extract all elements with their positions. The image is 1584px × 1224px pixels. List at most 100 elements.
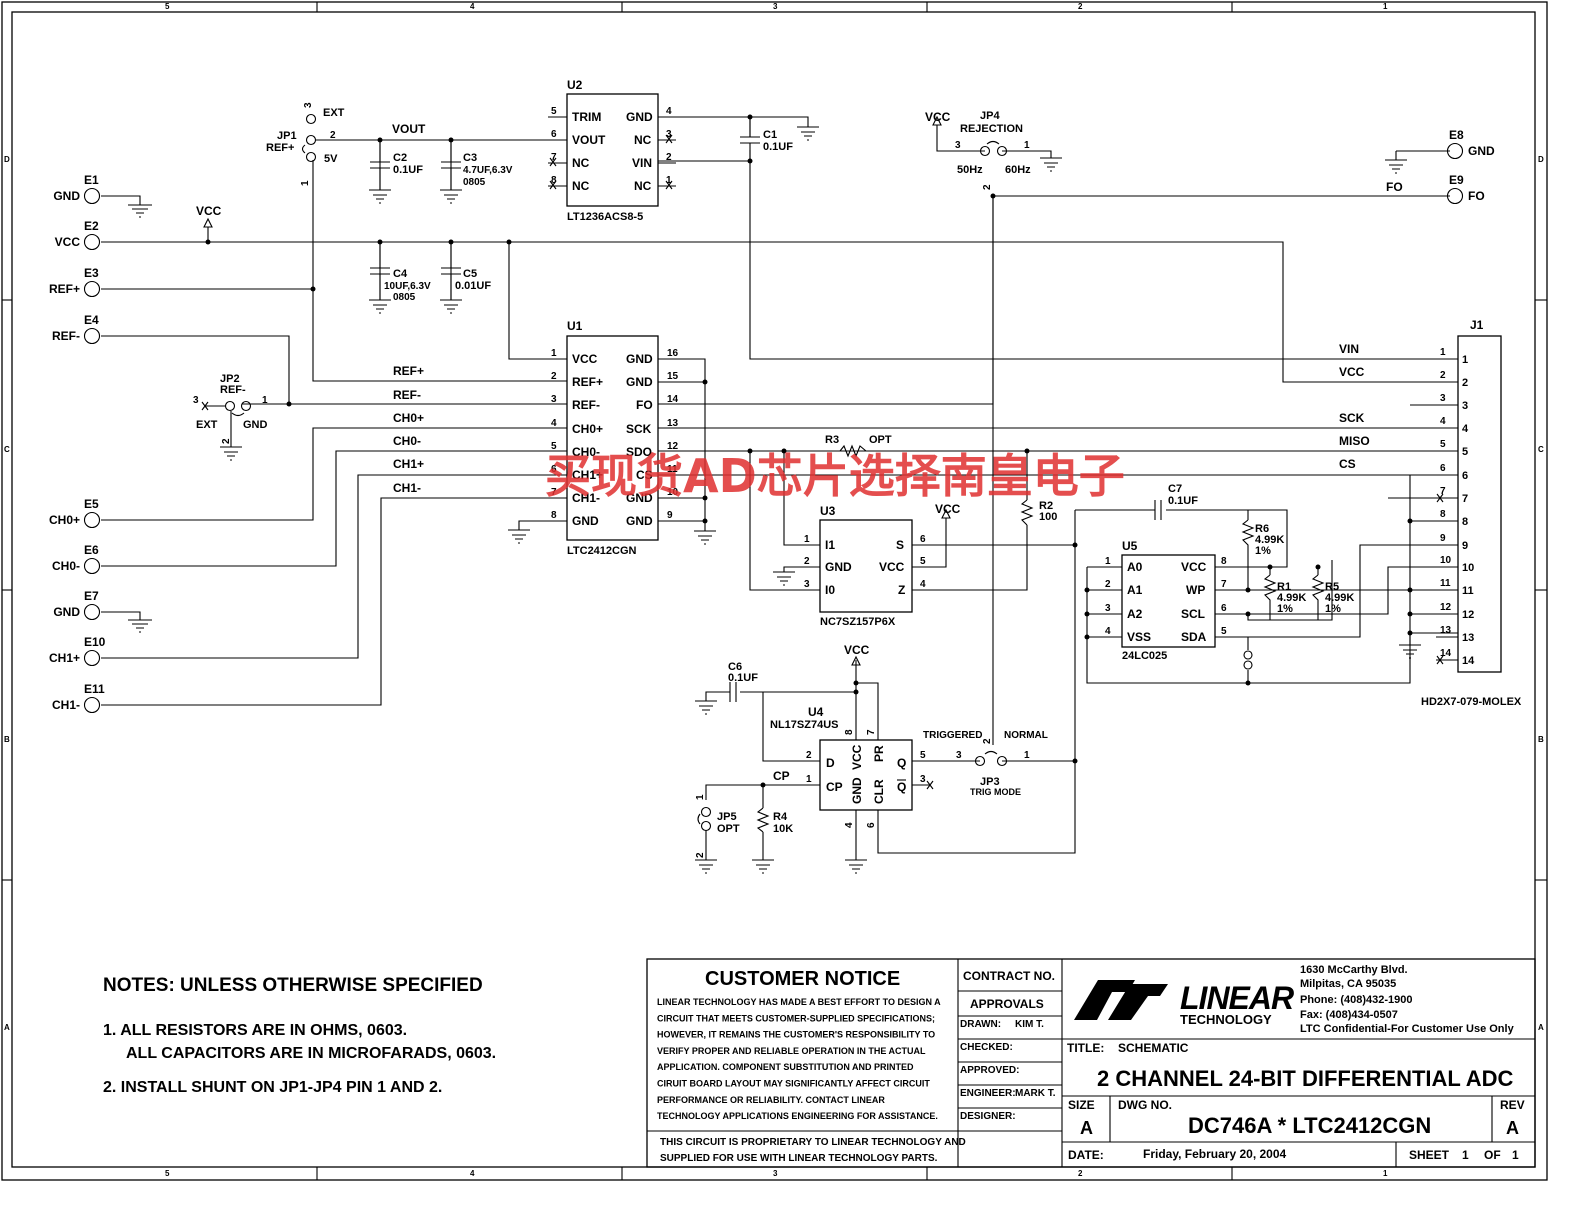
cap-package: 0805: [393, 292, 416, 303]
res-ref: R5: [1325, 581, 1339, 593]
pin-label: VCC: [850, 744, 864, 770]
res-value: 4.99K: [1325, 592, 1354, 604]
pin-label: SCL: [1181, 607, 1205, 621]
net-label: CH1+: [393, 457, 424, 471]
terminal-ref: E9: [1449, 173, 1464, 187]
connector-pin-number: 11: [1440, 578, 1451, 589]
chip-part: NL17SZ74US: [770, 719, 838, 731]
jp1-5v-label: 5V: [324, 153, 338, 165]
pin-label: FO: [636, 398, 653, 412]
pin-label: WP: [1186, 583, 1205, 597]
connector-pin-number: 7: [1440, 486, 1446, 497]
svg-text:3: 3: [303, 102, 314, 108]
svg-text:2: 2: [221, 438, 232, 444]
terminal-e1: [83, 187, 101, 205]
notice-line: APPLICATION. COMPONENT SUBSTITUTION AND …: [657, 1062, 914, 1072]
pin-number: 1: [1105, 556, 1111, 567]
address-line: Phone: (408)432-1900: [1300, 994, 1413, 1006]
border-row-label: D: [4, 155, 10, 164]
title-block: CUSTOMER NOTICE LINEAR TECHNOLOGY HAS MA…: [646, 958, 1536, 1168]
connector-pin-label: 7: [1462, 493, 1468, 505]
border-row-label: C: [1538, 445, 1544, 454]
jp2-ref: JP2: [220, 373, 240, 385]
pin-number: 7: [1221, 579, 1227, 590]
notice-line: TECHNOLOGY APPLICATIONS ENGINEERING FOR …: [657, 1111, 938, 1121]
pin-label: CLR: [872, 779, 886, 804]
pin-number: 1: [666, 175, 672, 186]
net-label-vcc: VCC: [844, 643, 870, 657]
jp3-desc: TRIG MODE: [970, 787, 1021, 797]
date-label: DATE:: [1068, 1148, 1104, 1162]
sheet-value: 1: [1462, 1148, 1469, 1162]
border-row-label: B: [4, 735, 10, 744]
svg-text:8: 8: [844, 729, 855, 735]
terminal-ref: E1: [84, 173, 99, 187]
svg-text:4: 4: [844, 822, 855, 828]
notes-title: NOTES: UNLESS OTHERWISE SPECIFIED: [103, 975, 483, 996]
pin-label: PR: [872, 745, 886, 762]
terminal-net: GND: [1468, 144, 1495, 158]
logo-main: LINEAR: [1180, 980, 1294, 1016]
connector-pin-number: 6: [1440, 463, 1446, 474]
svg-text:3: 3: [956, 750, 962, 761]
connector-pin-label: 3: [1462, 400, 1468, 412]
pin-number: 2: [804, 556, 810, 567]
chip-ref: U2: [567, 78, 583, 92]
terminal-e3: [83, 280, 101, 298]
pin-label: SDO: [626, 445, 652, 459]
pin-label: GND: [626, 491, 653, 505]
terminal-net: CH0+: [49, 513, 80, 527]
approvals-label: APPROVALS: [970, 997, 1044, 1011]
pin-number: 9: [667, 510, 673, 521]
of-label: OF: [1484, 1148, 1501, 1162]
pin-label: GND: [626, 514, 653, 528]
cap-ref: C6: [728, 661, 742, 673]
pin-number: 13: [667, 418, 679, 429]
vcc-symbols: VCC VCC VCC VCC: [196, 110, 961, 666]
pin-number: 8: [551, 510, 557, 521]
capacitors: C2 0.1UF C3 4.7UF,6.3V 0805 C1 0.1UF C4 …: [370, 117, 1198, 702]
pin-number: 6: [920, 534, 926, 545]
res-ref: R1: [1277, 581, 1291, 593]
cap-value: 4.7UF,6.3V: [463, 165, 513, 176]
connector-pin-label: 4: [1462, 423, 1469, 435]
pin-number: 14: [667, 394, 679, 405]
cap-value: 10UF,6.3V: [384, 281, 431, 292]
pin-number: 8: [1221, 556, 1227, 567]
chip-ref: U4: [808, 705, 824, 719]
of-value: 1: [1512, 1148, 1519, 1162]
connector-part: HD2X7-079-MOLEX: [1421, 696, 1522, 708]
pin-number: 3: [804, 579, 810, 590]
net-label: VOUT: [392, 122, 426, 136]
pin-number: 2: [666, 152, 672, 163]
size-label: SIZE: [1068, 1098, 1095, 1112]
terminals: E1GNDE2VCCE3REF+E4REF-E5CH0+E6CH0-E7GNDE…: [49, 128, 1495, 714]
pin-label: REF+: [572, 375, 603, 389]
terminal-net: REF-: [52, 329, 80, 343]
border-col-label: 5: [165, 1169, 170, 1178]
border-col-label: 1: [1383, 2, 1388, 11]
svg-text:2: 2: [806, 750, 812, 761]
pin-number: 7: [551, 152, 557, 163]
chip-u1: U1 LTC2412CGN VCC REF+ REF- CH0+ CH0- CH…: [551, 319, 679, 557]
cap-value: 0.01UF: [455, 280, 491, 292]
connector-pin-label: 14: [1462, 655, 1475, 667]
pin-label: I1: [825, 538, 835, 552]
pin-number: 12: [667, 441, 679, 452]
res-ref: R2: [1039, 500, 1053, 512]
net-label-vcc: VCC: [935, 502, 961, 516]
jp1-ext-label: EXT: [323, 107, 345, 119]
pin-label: CH1+: [572, 468, 603, 482]
connector-pin-label: 10: [1462, 562, 1474, 574]
svg-text:7: 7: [866, 729, 877, 735]
approved-label: APPROVED:: [960, 1065, 1019, 1076]
connector-pin-number: 3: [1440, 393, 1446, 404]
pin-label: VCC: [572, 352, 598, 366]
pin-number: 4: [551, 418, 557, 429]
confidential-note: LTC Confidential-For Customer Use Only: [1300, 1023, 1515, 1035]
pin-label: S: [896, 538, 904, 552]
connector-pin-label: 8: [1462, 516, 1468, 528]
svg-text:2: 2: [982, 738, 993, 744]
pin-label: NC: [634, 179, 652, 193]
pin-label: A1: [1127, 583, 1143, 597]
